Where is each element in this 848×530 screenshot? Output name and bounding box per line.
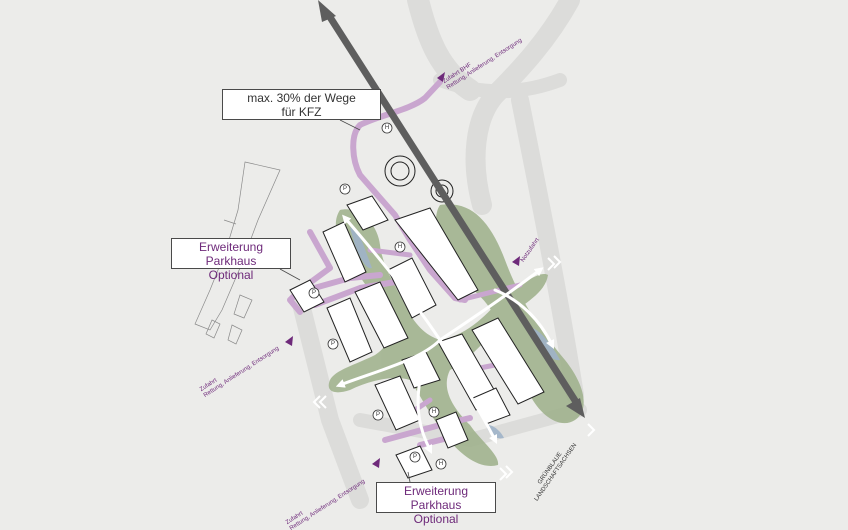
callout-parkhaus-north: Erweiterung Parkhaus Optional [171,238,291,281]
stop-symbol: H [394,241,406,253]
roundabouts [384,155,454,203]
callout-kfz-share: max. 30% der Wege für KFZ [222,89,381,120]
green-axes [328,204,584,466]
svg-text:P: P [312,290,316,296]
callout-parkhaus-south: Erweiterung Parkhaus Optional [376,482,496,525]
stop-symbol: H [435,458,447,470]
parking-symbol: P [409,451,421,463]
callout-line: Erweiterung Parkhaus [403,484,469,512]
callout-line: max. 30% der Wege [247,91,356,105]
stop-symbol: H [381,122,393,134]
edge-chevrons [312,255,596,481]
parking-symbol: P [339,183,351,195]
buildings [289,195,545,479]
svg-text:H: H [432,409,436,415]
pedestrian-flows [335,214,555,455]
svg-text:P: P [343,186,347,192]
svg-text:H: H [385,125,389,131]
callout-line: Optional [208,267,254,282]
map-symbols: P P P P P H H H H [308,122,447,470]
callout-line: Optional [413,511,459,526]
parking-symbol: P [327,338,339,350]
callout-leaders [279,119,411,483]
callout-line: Erweiterung Parkhaus [198,240,264,268]
svg-text:H: H [439,461,443,467]
main-axis-arrow [318,0,585,418]
svg-text:H: H [398,244,402,250]
svg-text:P: P [331,341,335,347]
parking-symbol: P [308,287,320,299]
callout-line: für KFZ [281,104,322,119]
access-arrows [285,72,520,468]
parking-symbol: P [372,409,384,421]
svg-text:P: P [376,412,380,418]
stop-symbol: H [428,406,440,418]
svg-text:P: P [413,454,417,460]
